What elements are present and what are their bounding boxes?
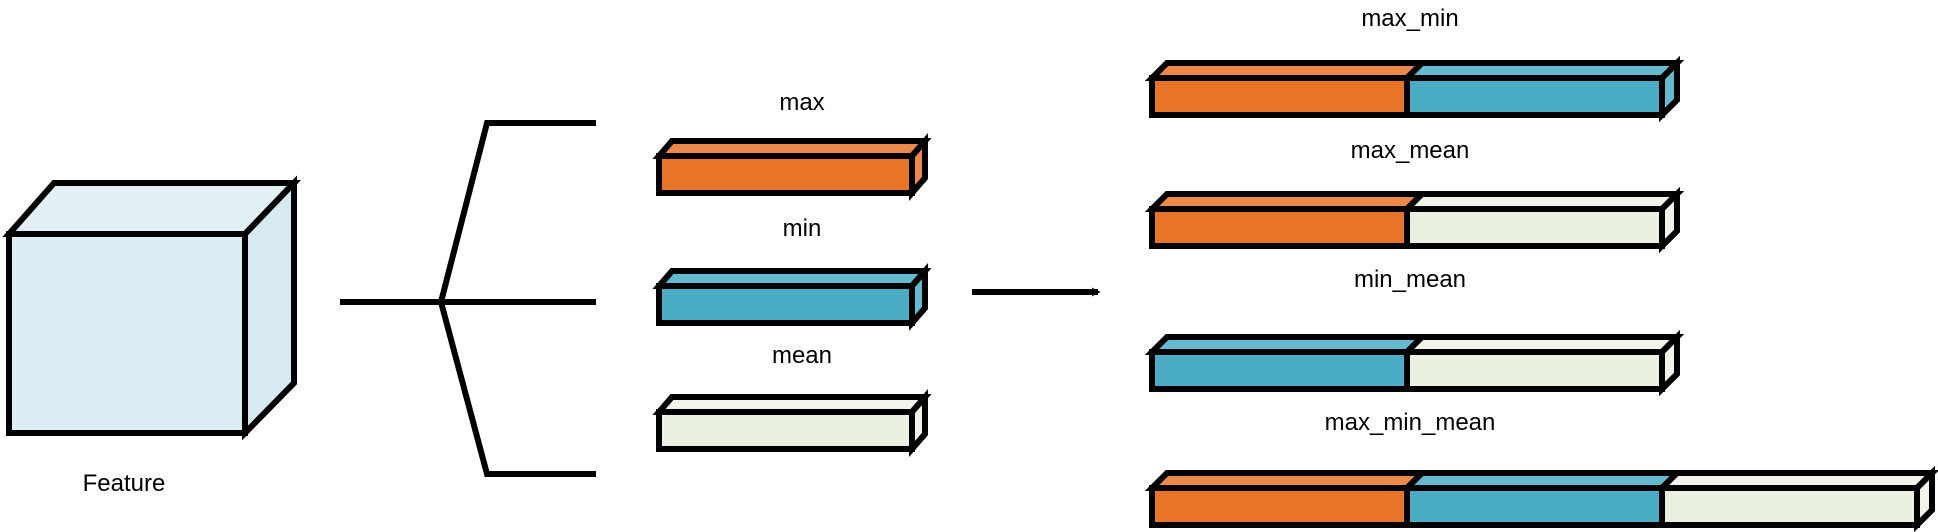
stat-label-min: min: [783, 215, 822, 242]
combo-bar-max_min_mean: [1144, 465, 1938, 532]
stat-bar-max-max-segment: [656, 153, 915, 196]
combo-bar-max_min-max-segment: [1149, 75, 1410, 118]
combo-bar-min_mean: [1144, 329, 1685, 397]
combo-bar-max_min_mean-mean-segment: [1659, 485, 1920, 528]
stat-label-mean: mean: [772, 342, 832, 369]
combo-bar-max_min_mean-min-segment: [1404, 485, 1665, 528]
feature-cube: [2, 175, 302, 441]
feature-label: Feature: [83, 470, 166, 497]
combo-label-max_mean: max_mean: [1351, 137, 1470, 164]
stat-bar-min-min-segment: [656, 283, 915, 326]
stat-bar-mean: [652, 388, 932, 458]
combined-bars: max_min max_mean min_mean max_min_mean: [1144, 5, 1938, 532]
stat-bar-max: [652, 132, 932, 202]
combo-bar-min_mean-min-segment: [1149, 349, 1410, 392]
branch-connector: [340, 120, 596, 477]
combo-label-max_min: max_min: [1361, 5, 1458, 32]
stat-bar-mean-mean-segment: [656, 409, 915, 452]
combo-bar-max_mean: [1144, 186, 1685, 254]
combo-label-min_mean: min_mean: [1354, 266, 1466, 293]
combo-label-max_min_mean: max_min_mean: [1325, 409, 1496, 436]
branch-lower: [438, 301, 596, 477]
stat-bar-min: [652, 262, 932, 332]
combo-bar-max_min-min-segment: [1404, 75, 1665, 118]
combo-bar-max_mean-mean-segment: [1404, 206, 1665, 249]
combo-bar-min_mean-mean-segment: [1404, 349, 1665, 392]
stat-bars: max min mean: [652, 89, 932, 458]
branch-upper: [438, 120, 596, 303]
combo-bar-max_mean-max-segment: [1149, 206, 1410, 249]
feature-cube-front: [6, 231, 248, 436]
combo-bar-max_min: [1144, 55, 1685, 123]
combo-bar-max_min_mean-max-segment: [1149, 485, 1410, 528]
stat-label-max: max: [779, 89, 824, 116]
